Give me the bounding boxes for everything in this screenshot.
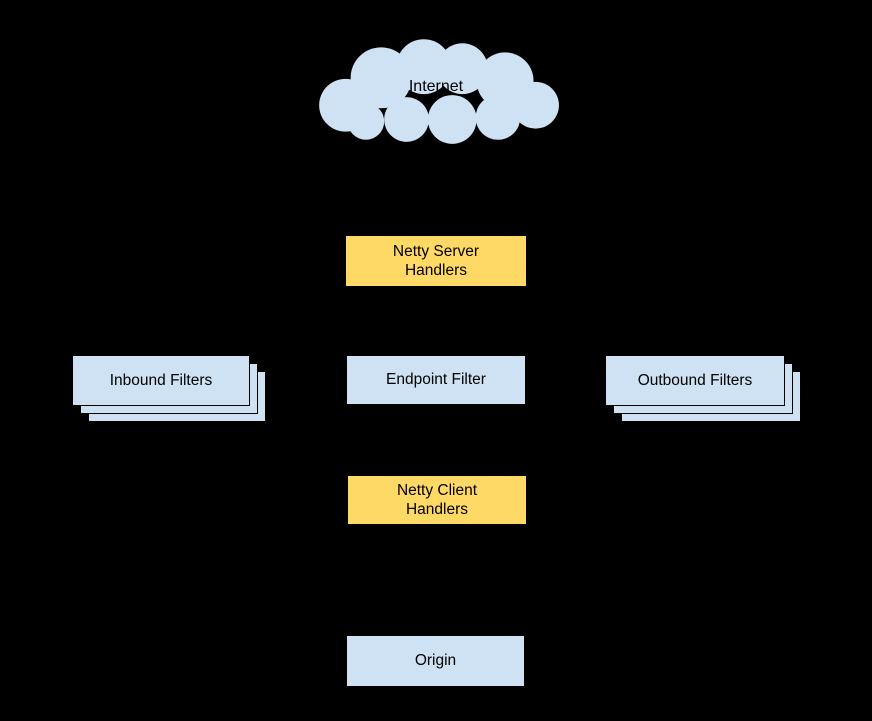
- netty-server-handlers-node: Netty Server Handlers: [345, 235, 527, 287]
- netty-client-handlers-label-line2: Handlers: [405, 501, 469, 518]
- outbound-filters-label: Outbound Filters: [637, 371, 753, 389]
- internet-node: Internet: [312, 33, 560, 141]
- outbound-filters-node: Outbound Filters: [605, 355, 802, 423]
- outbound-filters-stack-front: Outbound Filters: [605, 355, 785, 406]
- inbound-filters-node: Inbound Filters: [72, 355, 267, 423]
- internet-label: Internet: [408, 78, 464, 95]
- origin-label: Origin: [414, 652, 457, 670]
- inbound-filters-stack-front: Inbound Filters: [72, 355, 250, 406]
- netty-client-handlers-node: Netty Client Handlers: [347, 475, 527, 525]
- netty-client-handlers-label-line1: Netty Client: [396, 481, 478, 499]
- endpoint-filter-node: Endpoint Filter: [346, 355, 526, 405]
- origin-node: Origin: [346, 635, 525, 687]
- netty-server-handlers-label-line1: Netty Server: [392, 242, 480, 260]
- endpoint-filter-label: Endpoint Filter: [386, 371, 486, 389]
- netty-server-handlers-label-line2: Handlers: [404, 262, 468, 279]
- inbound-filters-label: Inbound Filters: [109, 371, 213, 389]
